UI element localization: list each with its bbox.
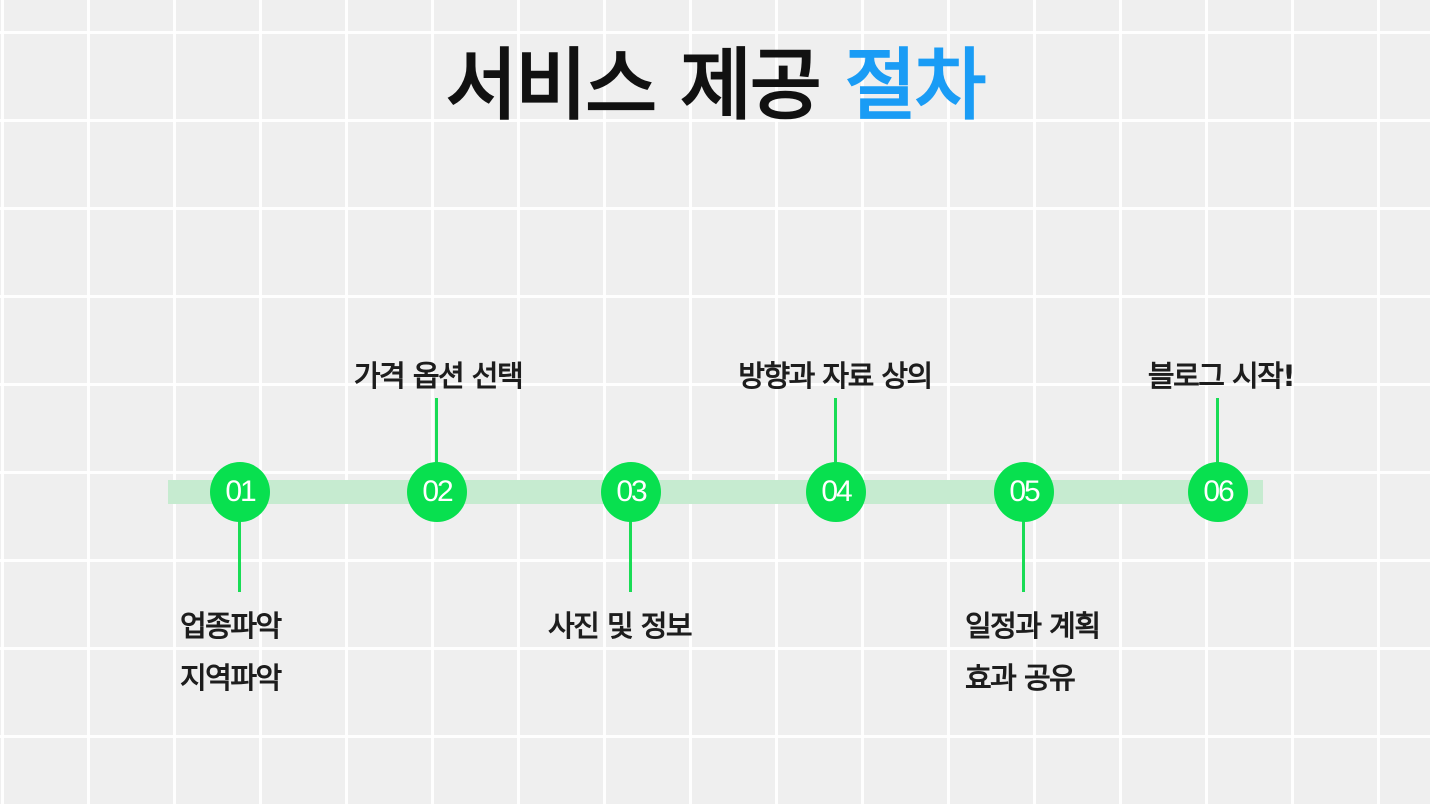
page-title: 서비스 제공 절차	[0, 36, 1430, 136]
step-06-label-line-1: 블로그 시작!	[1147, 359, 1296, 393]
step-04-connector	[834, 398, 837, 464]
step-03-connector	[629, 520, 632, 592]
step-02-node: 02	[407, 462, 467, 522]
timeline-track	[168, 480, 1263, 504]
step-05-label: 일정과 계획 효과 공유	[965, 600, 1101, 704]
step-06-label: 블로그 시작!	[1147, 350, 1296, 402]
step-03-label: 사진 및 정보	[548, 600, 693, 652]
step-01-node: 01	[210, 462, 270, 522]
step-01-label-line-1: 업종파악	[180, 609, 282, 643]
step-04-node: 04	[806, 462, 866, 522]
step-05-label-line-1: 일정과 계획	[965, 609, 1101, 643]
step-05-connector	[1022, 520, 1025, 592]
step-01-label-line-2: 지역파악	[180, 661, 282, 695]
step-05-label-line-2: 효과 공유	[965, 661, 1076, 695]
step-04-label-line-1: 방향과 자료 상의	[738, 359, 933, 393]
step-02-connector	[435, 398, 438, 464]
step-01-label: 업종파악 지역파악	[180, 600, 282, 704]
step-01-connector	[238, 520, 241, 592]
step-02-label: 가격 옵션 선택	[353, 350, 524, 402]
step-06-connector	[1216, 398, 1219, 464]
step-02-label-line-1: 가격 옵션 선택	[353, 359, 524, 393]
step-03-node: 03	[601, 462, 661, 522]
step-05-node: 05	[994, 462, 1054, 522]
step-04-label: 방향과 자료 상의	[738, 350, 933, 402]
title-main: 서비스 제공	[445, 41, 845, 131]
step-06-node: 06	[1188, 462, 1248, 522]
step-03-label-line-1: 사진 및 정보	[548, 609, 693, 643]
title-accent: 절차	[844, 41, 987, 131]
